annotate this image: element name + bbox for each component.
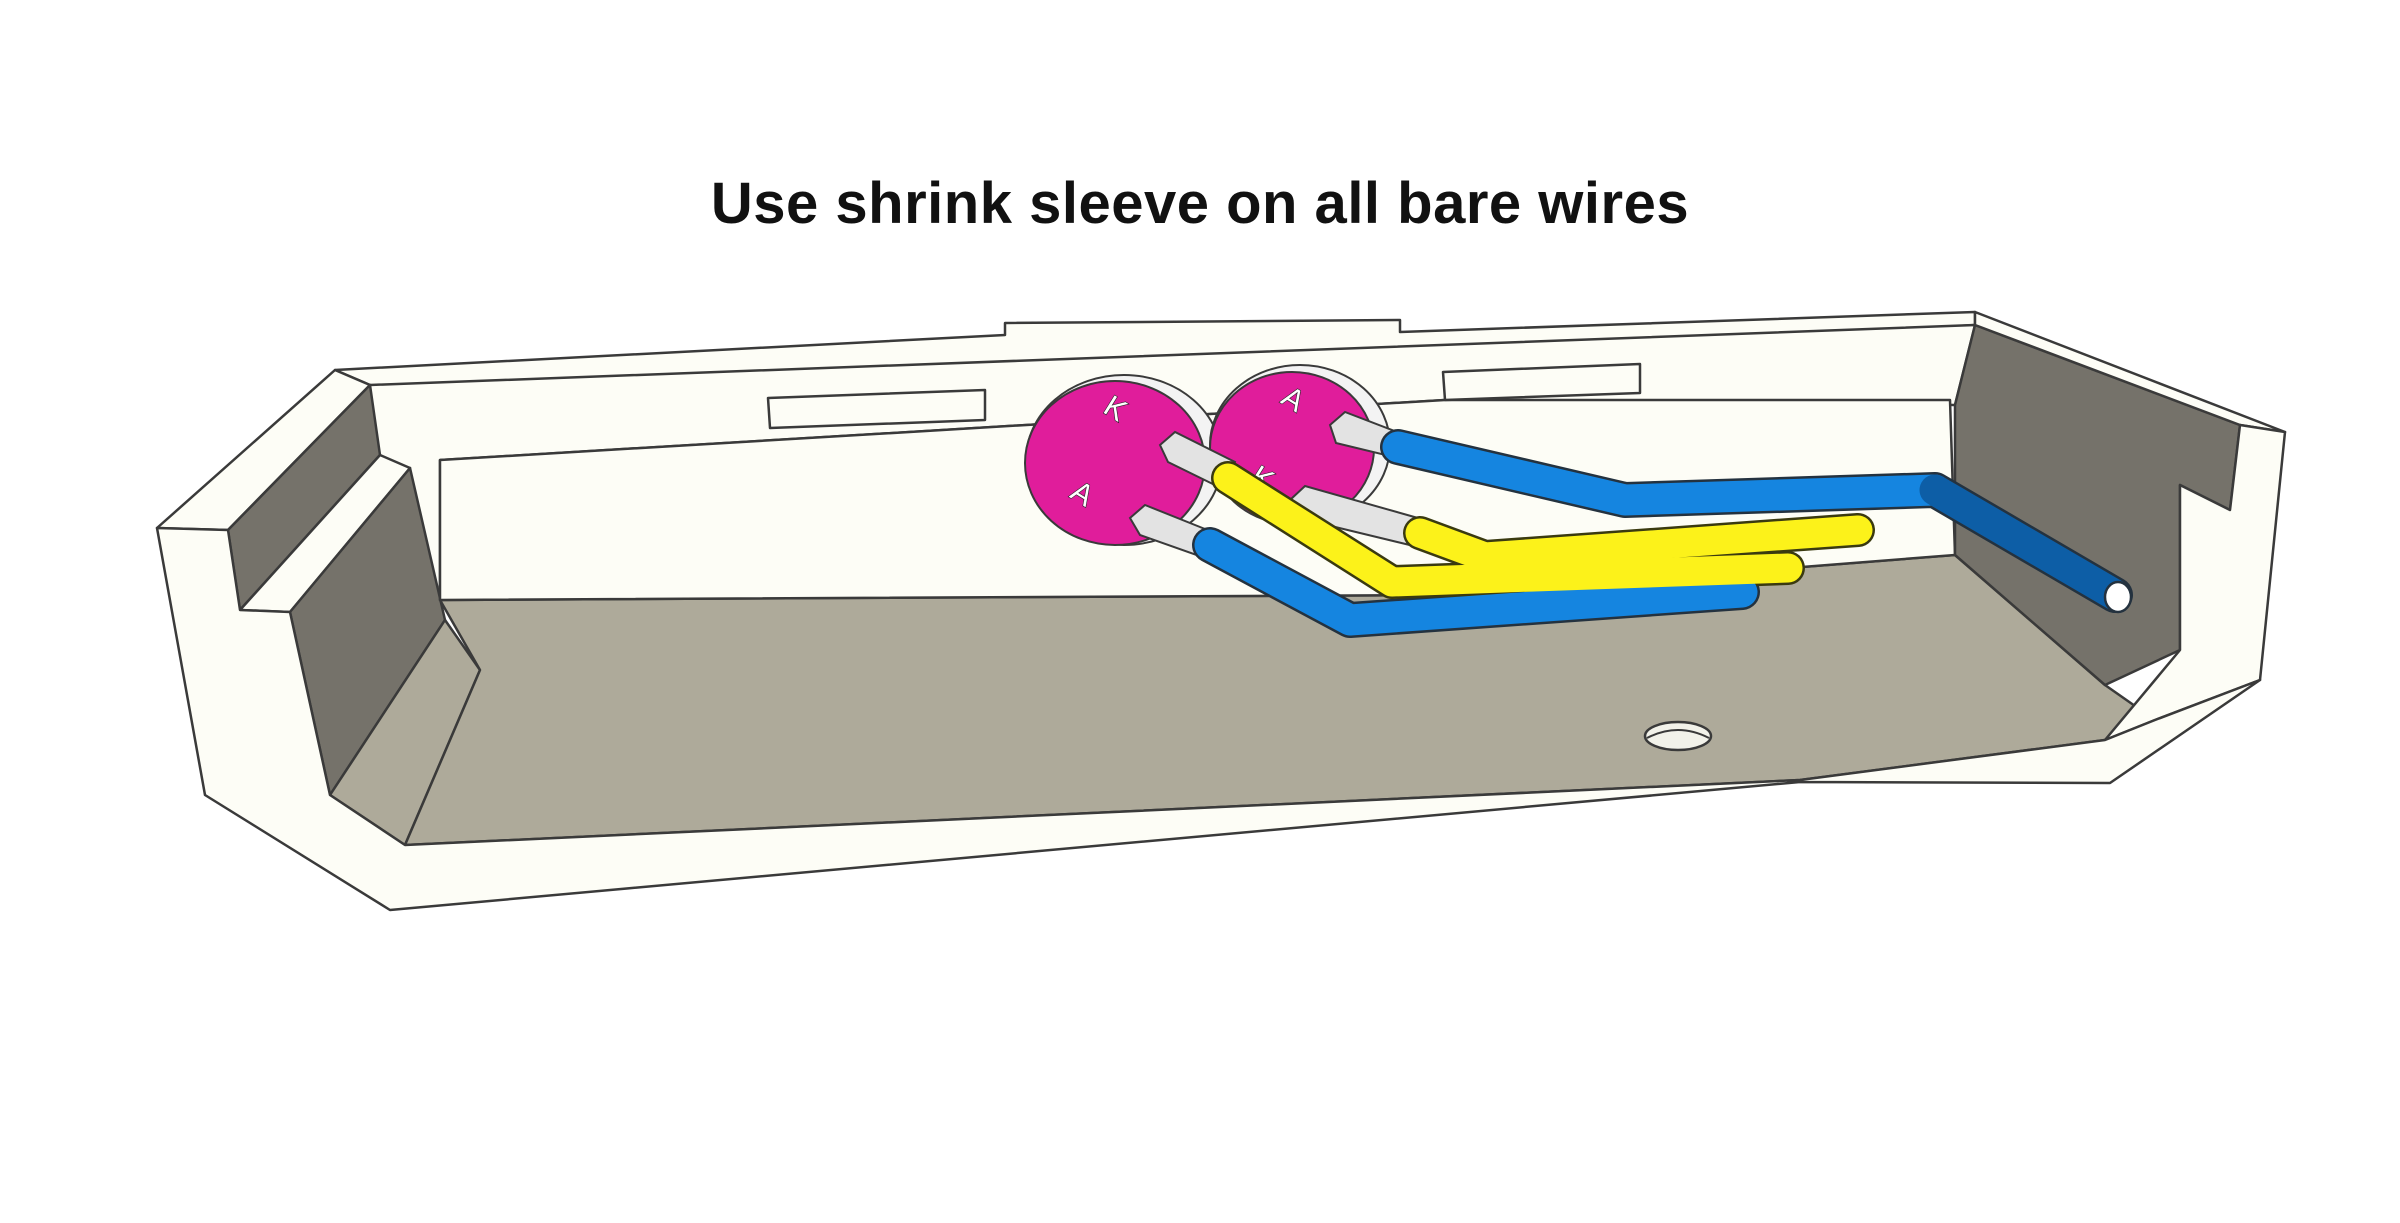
housing <box>155 310 2287 912</box>
mounting-hole <box>1643 720 1713 752</box>
wire-blue-long <box>1382 431 1951 516</box>
wire-blue-long-tail <box>1919 474 2131 611</box>
wire-blue-short <box>1194 529 1758 636</box>
housing-slot-left <box>766 388 987 430</box>
mounting-hole-shadow <box>1646 729 1710 739</box>
wire-end-cap <box>2103 580 2133 614</box>
wires <box>1192 429 2133 638</box>
housing-slot-right <box>1441 362 1642 402</box>
page-title: Use shrink sleeve on all bare wires <box>710 171 1690 236</box>
wire-yellow-upper <box>1405 515 1873 572</box>
wire-yellow-lower <box>1213 463 1803 597</box>
housing-front-face <box>155 526 2262 912</box>
led-left: K A <box>1024 374 1223 546</box>
